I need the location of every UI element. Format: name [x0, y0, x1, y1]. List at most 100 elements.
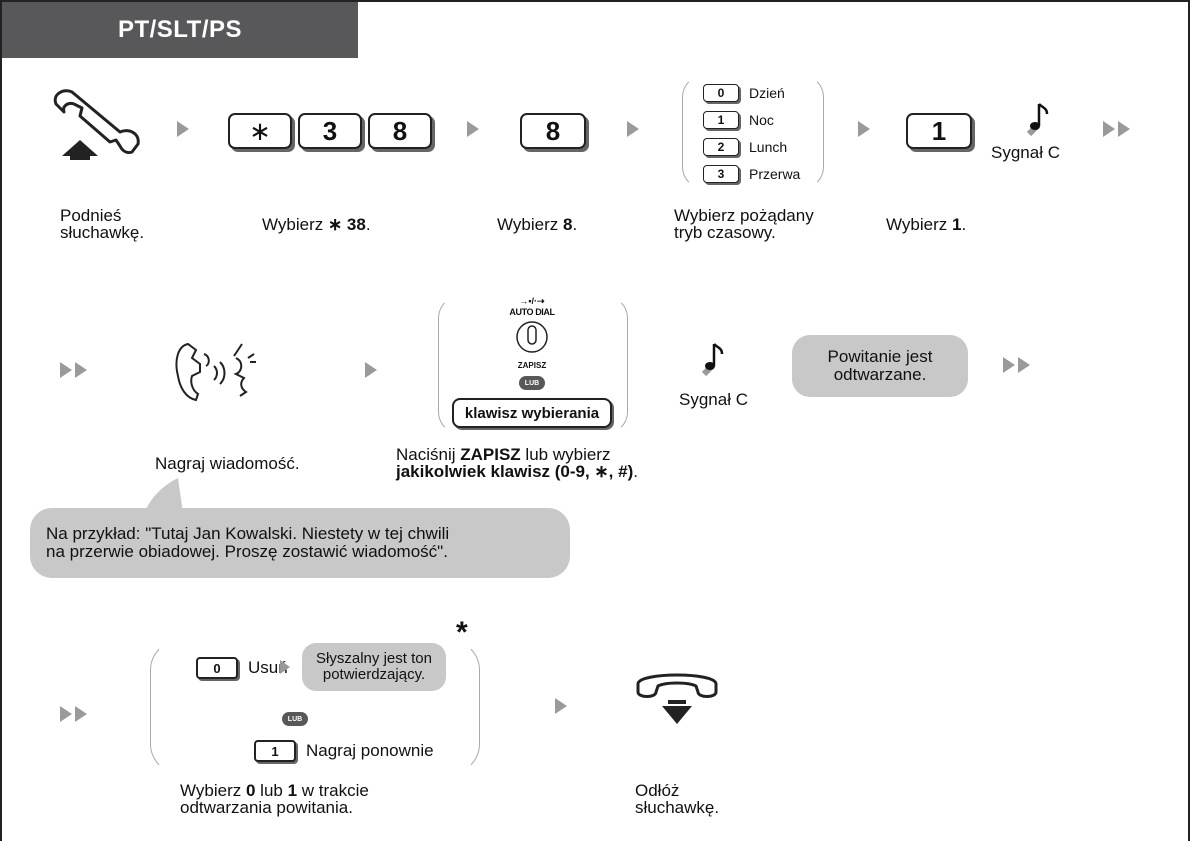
arrow-right-icon — [555, 698, 567, 714]
caption-line: słuchawkę. — [60, 223, 145, 242]
key-star: ∗ — [228, 113, 292, 149]
key-8: 8 — [368, 113, 432, 149]
tone-label: Sygnał C — [679, 390, 748, 409]
double-arrow-icon — [60, 706, 87, 722]
caption-bold: ZAPISZ — [460, 445, 521, 464]
zapisz-label: ZAPISZ — [517, 361, 547, 370]
caption-bold: ∗ 38 — [327, 215, 366, 234]
example-bubble: Na przykład: "Tutaj Jan Kowalski. Nieste… — [30, 508, 570, 578]
caption-text: . — [961, 215, 967, 234]
caption-dial-star38: Wybierz ∗ 38. — [262, 216, 371, 233]
caption-lift: Podnieś słuchawkę. — [60, 207, 144, 241]
caption-text: . — [572, 215, 578, 234]
handset-lift-icon — [53, 89, 140, 160]
arrow-right-icon — [365, 362, 377, 378]
caption-line: jakikolwiek klawisz (0-9, ∗, #). — [396, 463, 638, 480]
time-mode-day: 0 Dzień — [703, 84, 800, 102]
caption-line: Podnieś — [60, 206, 122, 225]
caption-text: . — [633, 462, 638, 481]
tone-label: Sygnał C — [991, 143, 1060, 162]
option-rerecord: 1 Nagraj ponownie — [254, 740, 434, 762]
time-mode-label: Przerwa — [749, 166, 801, 182]
caption-dial-1: Wybierz 1. — [886, 216, 966, 233]
caption-line: słuchawkę. — [635, 798, 720, 817]
save-key-bracket — [438, 296, 628, 434]
header-title: PT/SLT/PS — [2, 2, 358, 58]
arrow-right-icon — [467, 121, 479, 137]
caption-bold: 0 — [245, 781, 256, 800]
arrow-right-icon — [858, 121, 870, 137]
caption-hangup: Odłóż słuchawkę. — [635, 782, 719, 816]
key-2: 2 — [703, 138, 739, 156]
caption-text: . — [365, 215, 371, 234]
caption-text: lub wybierz — [520, 445, 611, 464]
lub-badge: LUB — [519, 376, 545, 390]
arrow-right-icon — [177, 121, 189, 137]
key-1: 1 — [254, 740, 296, 762]
greeting-playing-bubble: Powitanie jest odtwarzane. — [792, 335, 968, 397]
confirm-tone-bubble: Słyszalny jest ton potwierdzający. — [302, 643, 446, 691]
tone-note-icon — [1026, 103, 1049, 137]
asterisk-note: * — [456, 616, 468, 649]
lub-badge: LUB — [282, 712, 308, 726]
caption-text: Wybierz — [497, 215, 563, 234]
bubble-line: Na przykład: "Tutaj Jan Kowalski. Nieste… — [46, 524, 450, 543]
time-mode-bracket — [682, 75, 824, 189]
caption-text: lub — [255, 781, 288, 800]
caption-record: Nagraj wiadomość. — [155, 454, 300, 473]
key-0: 0 — [196, 657, 238, 679]
caption-line: odtwarzania powitania. — [180, 798, 353, 817]
caption-text: Wybierz — [262, 215, 328, 234]
time-mode-label: Dzień — [749, 85, 785, 101]
caption-text: w trakcie — [297, 781, 369, 800]
caption-bold: 8 — [562, 215, 573, 234]
caption-line: Wybierz 0 lub 1 w trakcie — [180, 782, 369, 799]
bubble-line: odtwarzane. — [833, 365, 927, 384]
bubble-line: Słyszalny jest ton — [316, 650, 432, 667]
caption-mode: Wybierz pożądany tryb czasowy. — [674, 207, 814, 241]
double-arrow-icon — [60, 362, 87, 378]
caption-line: tryb czasowy. — [674, 223, 776, 242]
double-arrow-icon — [1003, 357, 1030, 373]
auto-dial-button-icon — [516, 321, 548, 353]
option-label: Nagraj ponownie — [306, 741, 434, 760]
key-3: 3 — [298, 113, 362, 149]
caption-bold: 1 — [951, 215, 962, 234]
time-mode-lunch: 2 Lunch — [703, 138, 800, 156]
double-arrow-icon — [1103, 121, 1130, 137]
key-3: 3 — [703, 165, 739, 183]
key-8-single: 8 — [520, 113, 586, 149]
caption-text: Naciśnij — [396, 445, 461, 464]
caption-line: Odłóż — [635, 781, 680, 800]
key-1-single: 1 — [906, 113, 972, 149]
options-bracket — [150, 640, 480, 774]
auto-dial-arrows: →•/·⇢ — [519, 296, 545, 306]
caption-dial-8: Wybierz 8. — [497, 216, 577, 233]
option-label: Usuń — [248, 658, 288, 677]
arrow-right-icon — [627, 121, 639, 137]
speaking-person-icon — [175, 342, 256, 402]
bubble-line: potwierdzający. — [322, 666, 426, 683]
bubble-line: na przerwie obiadowej. Proszę zostawić w… — [46, 542, 448, 561]
dial-key-box: klawisz wybierania — [452, 398, 612, 428]
caption-press: Naciśnij ZAPISZ lub wybierz jakikolwiek … — [396, 446, 638, 480]
caption-line: Wybierz pożądany — [674, 206, 814, 225]
option-delete: 0 Usuń — [196, 657, 288, 679]
caption-bold: 1 — [287, 781, 298, 800]
key-1: 1 — [703, 111, 739, 129]
handset-hangup-icon — [636, 673, 718, 724]
time-mode-label: Lunch — [749, 139, 788, 155]
caption-text: Wybierz — [886, 215, 952, 234]
time-mode-break: 3 Przerwa — [703, 165, 800, 183]
bubble-line: Powitanie jest — [827, 347, 933, 366]
arrow-right-icon — [280, 660, 290, 674]
caption-line: Naciśnij ZAPISZ lub wybierz — [396, 446, 638, 463]
key-0: 0 — [703, 84, 739, 102]
auto-dial-label: AUTO DIAL — [509, 307, 555, 317]
caption-text: Wybierz — [180, 781, 246, 800]
caption-bold: jakikolwiek klawisz (0-9, ∗, #) — [396, 462, 634, 481]
keys-star-3-8: ∗ 3 8 — [228, 113, 432, 149]
